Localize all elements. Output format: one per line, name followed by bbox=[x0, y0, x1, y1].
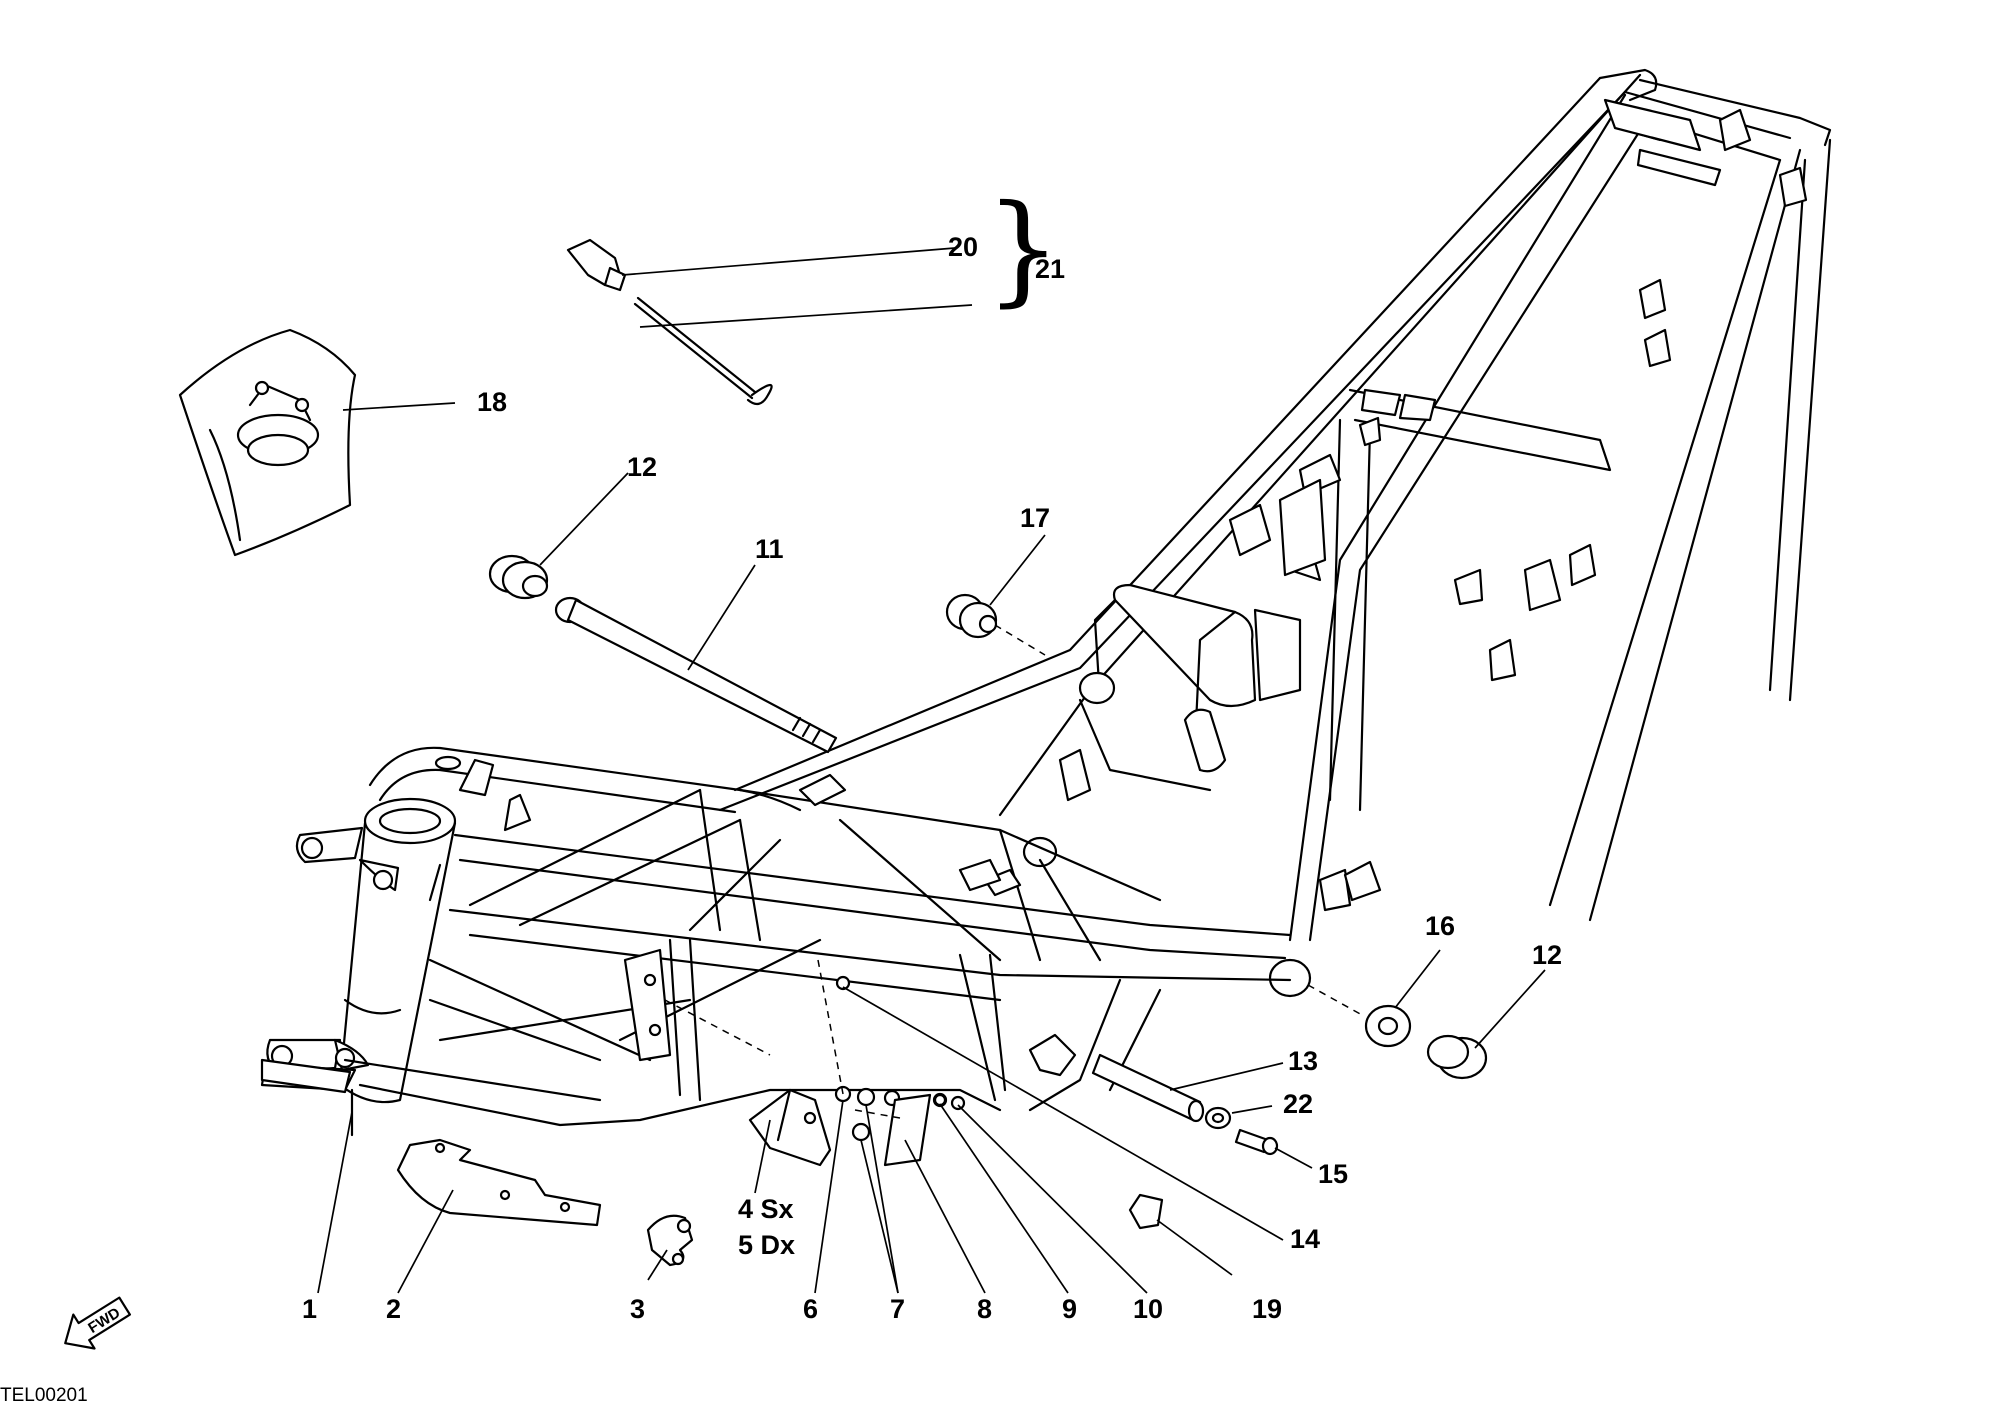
part-15-bolt bbox=[1234, 1128, 1279, 1156]
callout-labels: 20 } 21 18 12 11 17 16 12 13 22 15 14 4 … bbox=[302, 180, 1562, 1324]
part-13-tube bbox=[1091, 1053, 1205, 1123]
part-10-bracket bbox=[1028, 1033, 1077, 1077]
callout-11: 11 bbox=[755, 534, 784, 564]
callout-4: 4 Sx bbox=[738, 1194, 794, 1224]
callout-17: 17 bbox=[1020, 503, 1050, 533]
callout-6: 6 bbox=[803, 1294, 818, 1324]
callout-12-top: 12 bbox=[627, 452, 657, 482]
part-18-fuel-tank-pad bbox=[178, 328, 357, 557]
part-8-plate bbox=[883, 1093, 932, 1167]
callout-21: 21 bbox=[1035, 254, 1065, 284]
part-20-key bbox=[566, 238, 627, 292]
part-11-long-bolt bbox=[554, 596, 838, 754]
callout-10: 10 bbox=[1133, 1294, 1163, 1324]
callout-8: 8 bbox=[977, 1294, 992, 1324]
part-4-5-bracket bbox=[748, 1088, 832, 1167]
callout-18: 18 bbox=[477, 387, 507, 417]
part-left-support-plate bbox=[623, 948, 672, 1062]
part-1-head-bracket bbox=[260, 1058, 352, 1094]
callout-12-right: 12 bbox=[1532, 940, 1562, 970]
part-21-rod-hook bbox=[633, 296, 773, 406]
callout-3: 3 bbox=[630, 1294, 645, 1324]
callout-14: 14 bbox=[1290, 1224, 1320, 1254]
callout-19: 19 bbox=[1252, 1294, 1282, 1324]
callout-5: 5 Dx bbox=[738, 1230, 795, 1260]
callout-1: 1 bbox=[302, 1294, 317, 1324]
part-19-clip bbox=[1128, 1193, 1164, 1230]
part-17-bush bbox=[945, 593, 998, 639]
fwd-arrow-icon: FWD bbox=[64, 1296, 132, 1350]
part-16-nut bbox=[1364, 1004, 1412, 1048]
leader-lines bbox=[317, 247, 1546, 1294]
callout-9: 9 bbox=[1062, 1294, 1077, 1324]
drawing-code: TEL00201 bbox=[0, 1385, 88, 1406]
callout-7: 7 bbox=[890, 1294, 905, 1324]
part-22-washer bbox=[1204, 1106, 1232, 1130]
part-12-plug-right bbox=[1426, 1034, 1488, 1080]
callout-15: 15 bbox=[1318, 1159, 1348, 1189]
callout-2: 2 bbox=[386, 1294, 401, 1324]
callout-brace: } bbox=[985, 180, 1061, 319]
part-3-clamp bbox=[646, 1214, 694, 1267]
part-9-washer bbox=[933, 1093, 947, 1107]
callout-20: 20 bbox=[948, 232, 978, 262]
callout-13: 13 bbox=[1288, 1046, 1318, 1076]
part-12-spacer-top bbox=[488, 554, 549, 600]
callout-22: 22 bbox=[1283, 1089, 1313, 1119]
part-2-plate bbox=[396, 1138, 602, 1227]
callout-16: 16 bbox=[1425, 911, 1455, 941]
